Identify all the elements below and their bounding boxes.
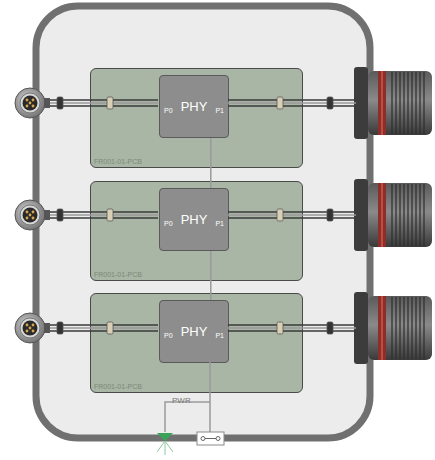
phy-chip: P0 PHY P1 <box>159 300 229 363</box>
chip-label: PHY <box>181 99 208 114</box>
port-label: P1 <box>215 332 224 339</box>
pcb-board: P0 PHY P1FR001-01-PCB <box>90 68 303 168</box>
phy-chip: P0 PHY P1 <box>159 75 229 138</box>
ground-indicator <box>157 433 173 455</box>
circular-connectors <box>354 67 432 364</box>
circular-connector <box>354 179 432 251</box>
port-label: P1 <box>215 220 224 227</box>
port-label: P0 <box>164 220 173 227</box>
phy-chip: P0 PHY P1 <box>159 188 229 251</box>
phy-link <box>210 251 212 300</box>
circular-connector <box>354 67 432 139</box>
round-connector <box>15 88 50 118</box>
housing <box>36 6 370 438</box>
cables <box>50 97 356 334</box>
phy-link <box>210 138 212 188</box>
port-label: P0 <box>164 107 173 114</box>
chip-label: PHY <box>181 324 208 339</box>
port-label: P0 <box>164 332 173 339</box>
pcb-board: P0 PHY P1FR001-01-PCB <box>90 181 303 281</box>
board-label: FR001-01-PCB <box>94 383 302 390</box>
round-connector <box>15 313 50 343</box>
power-label: PWR <box>172 396 191 405</box>
pcb-board: P0 PHY P1FR001-01-PCB <box>90 293 303 393</box>
switch-symbol <box>197 432 224 445</box>
port-label: P1 <box>215 107 224 114</box>
circular-connector <box>354 292 432 364</box>
chip-label: PHY <box>181 212 208 227</box>
round-connector <box>15 200 50 230</box>
round-connectors <box>15 88 50 343</box>
board-label: FR001-01-PCB <box>94 271 302 278</box>
board-label: FR001-01-PCB <box>94 158 302 165</box>
power-wiring <box>157 362 224 455</box>
